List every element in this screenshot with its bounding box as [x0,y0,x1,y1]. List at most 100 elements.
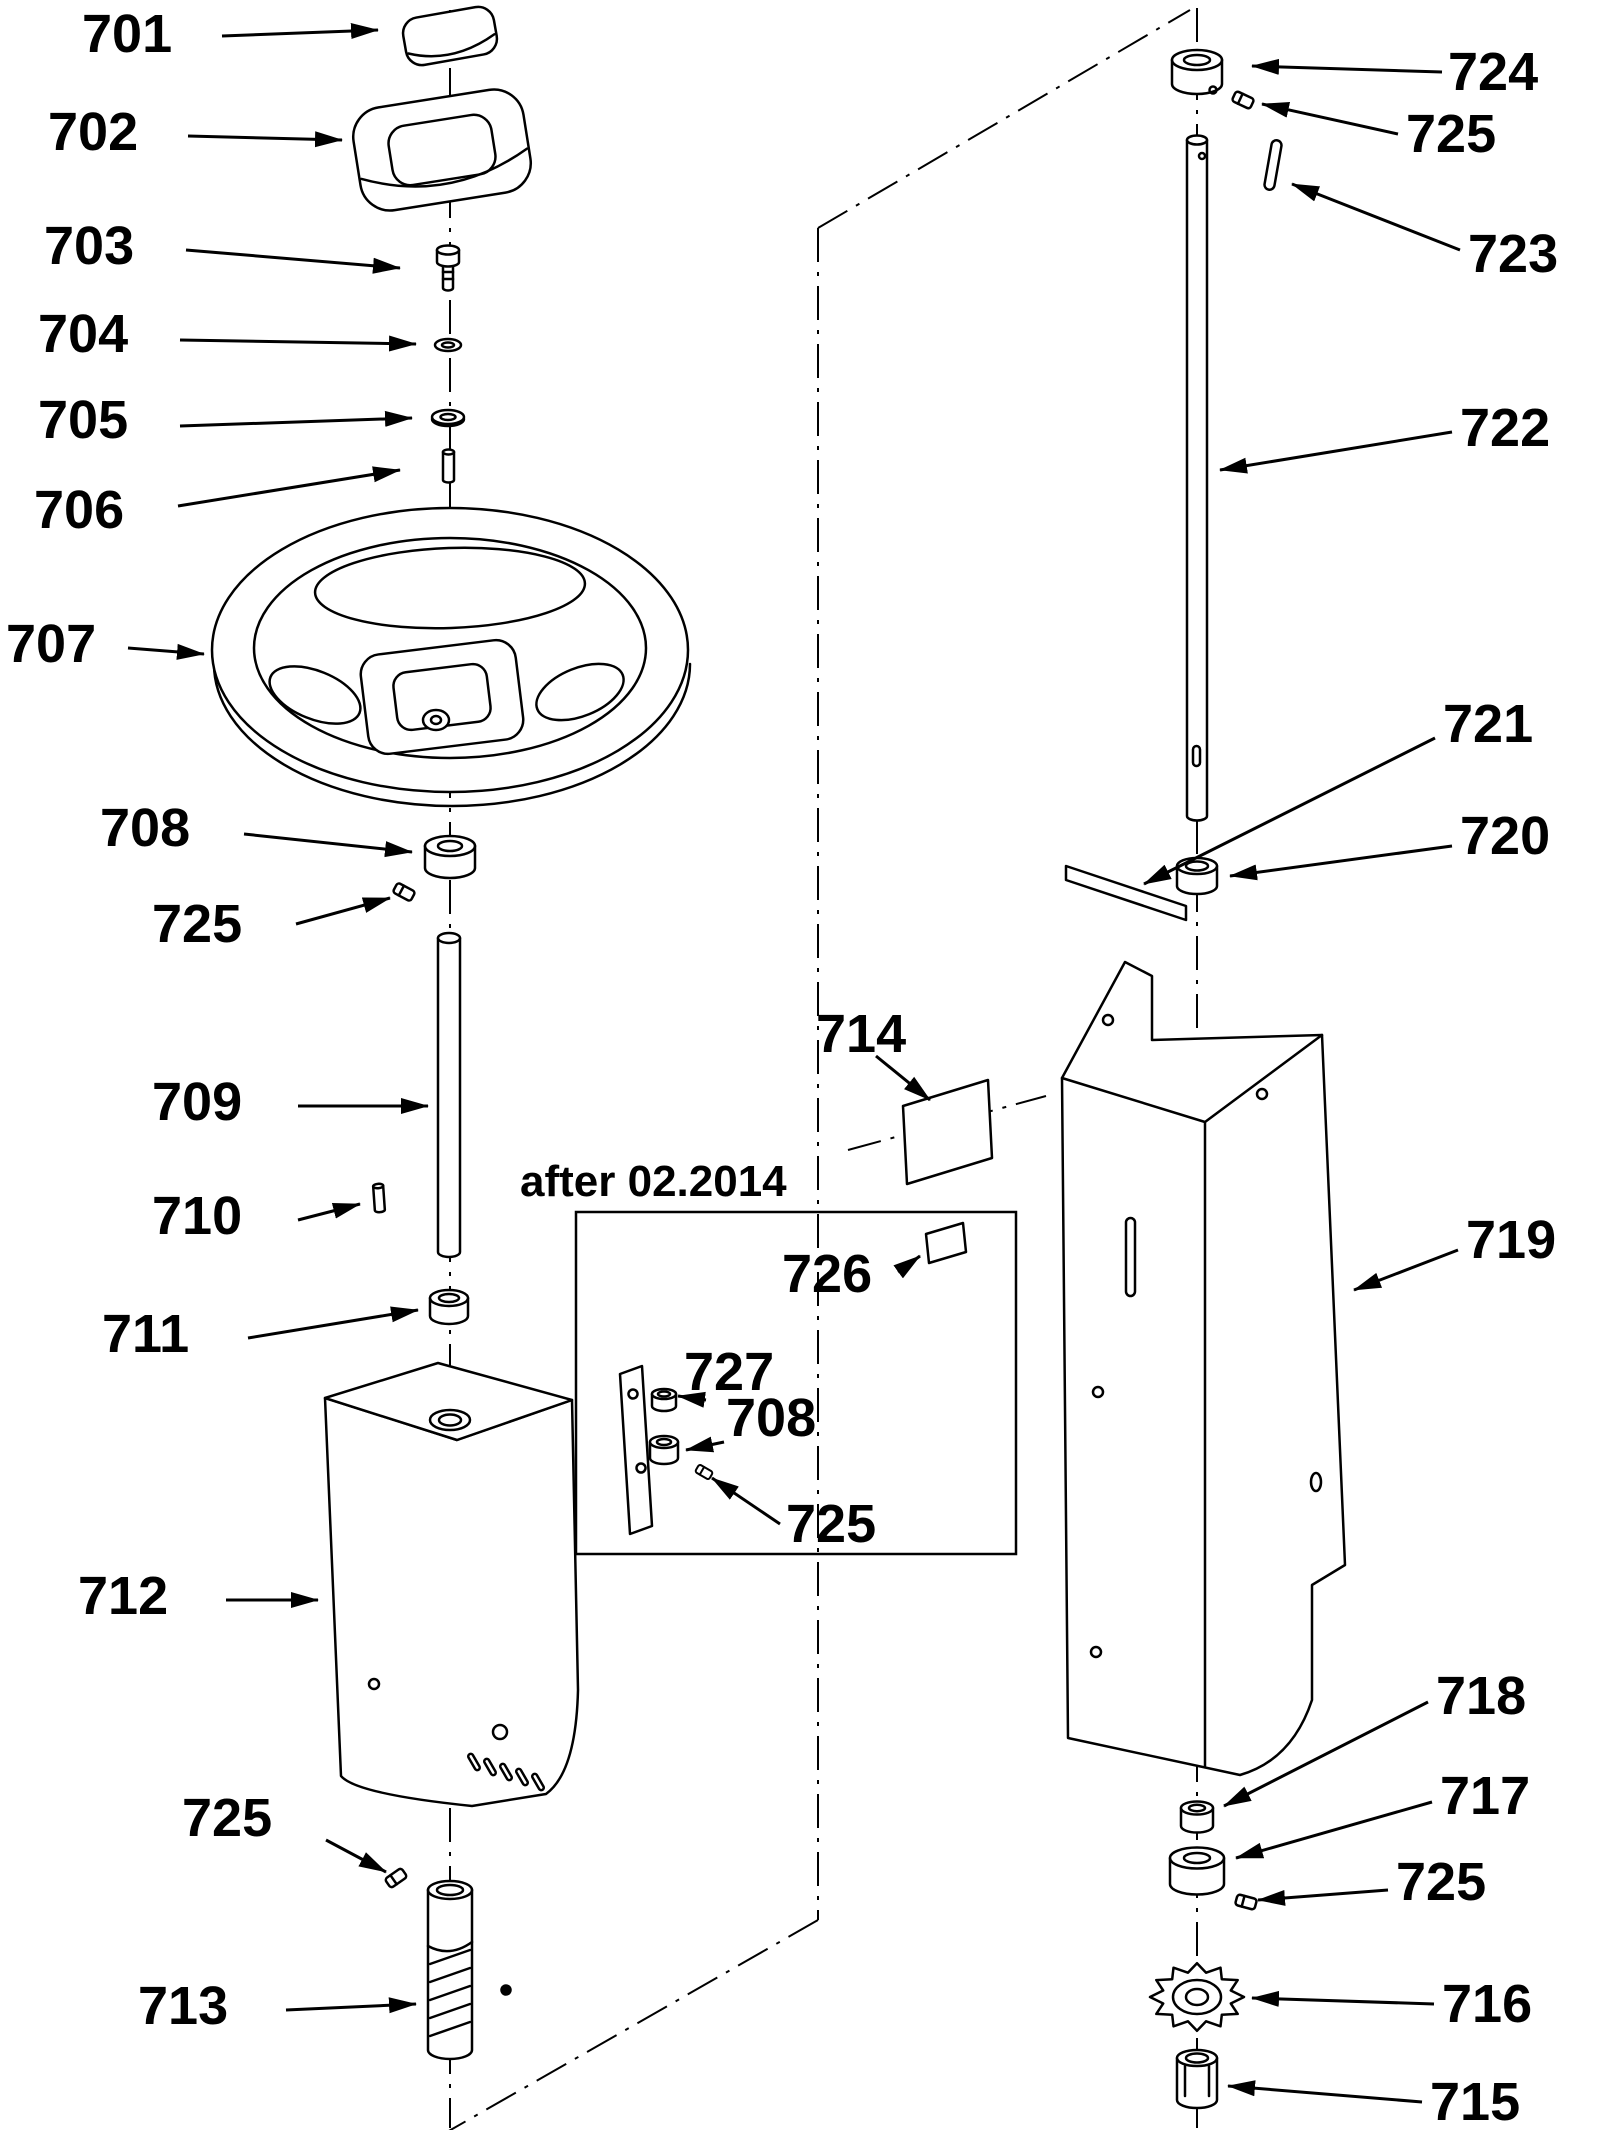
part-715-coupling [1175,2048,1219,2110]
callout-725e: 725 [786,1494,876,1554]
part-707-steering-wheel [210,506,692,808]
leader-726 [893,1254,921,1279]
leader-708b [685,1436,725,1453]
callout-722: 722 [1460,398,1550,458]
leader-703 [185,248,401,274]
part-708-bearing-inset [648,1434,680,1466]
callout-707: 707 [6,614,96,674]
callout-711: 711 [102,1304,189,1364]
part-702-cover-cap [351,88,533,212]
part-725-set-screw-c [1231,90,1255,110]
leader-720 [1229,844,1453,881]
leader-725b [325,1838,387,1874]
callout-725d: 725 [1396,1852,1486,1912]
part-722-steering-shaft [1185,134,1209,822]
callout-726: 726 [782,1244,872,1304]
part-725-set-screw-b [384,1867,408,1889]
callout-701: 701 [82,4,172,64]
leader-722 [1219,430,1453,474]
leader-713 [285,1997,417,2014]
leader-716 [1251,1990,1435,2007]
vent-slots [467,1752,545,1792]
panel-bottom-edge [448,1919,819,2130]
callout-725a: 725 [152,894,242,954]
steering-wheel-hub [359,638,525,756]
callout-715: 715 [1430,2072,1520,2130]
panel-top-edge [817,9,1191,229]
part-725-set-screw-d [1234,1893,1258,1911]
leader-717 [1235,1800,1433,1860]
part-714-label-plate [901,1078,994,1186]
part-712-column-cover [323,1361,580,1808]
leader-725e [711,1476,781,1526]
leader-724 [1251,58,1443,75]
callout-718: 718 [1436,1666,1526,1726]
leader-725c [1261,102,1399,136]
leader-708 [243,832,413,858]
part-725-set-screw-e [694,1464,714,1480]
callout-721: 721 [1443,694,1533,754]
part-704-washer [433,337,463,353]
inset-note: after 02.2014 [520,1157,787,1206]
part-711-bushing [428,1288,470,1326]
part-723-pin [1263,139,1283,191]
callout-706: 706 [34,480,124,540]
leader-711 [247,1306,419,1340]
part-727-bushing [650,1387,678,1413]
part-706-pin [441,448,456,484]
leader-lines [127,23,1461,2104]
leader-705 [179,410,413,428]
part-719-column-tower [1060,960,1347,1777]
callout-716: 716 [1442,1974,1532,2034]
callout-708b: 708 [726,1388,816,1448]
part-705-washer [430,408,466,428]
part-724-bearing [1170,48,1224,96]
part-701-cap [401,5,499,67]
part-718-bushing [1179,1800,1215,1834]
callout-723: 723 [1468,224,1558,284]
leader-707 [127,643,205,660]
leader-719 [1353,1248,1459,1292]
leader-710 [297,1202,361,1222]
leader-706 [177,466,401,508]
leader-715 [1227,2080,1423,2104]
callout-725c: 725 [1406,104,1496,164]
callout-703: 703 [44,216,134,276]
callout-714: 714 [816,1004,906,1064]
leader-704 [179,335,417,352]
part-716-sprocket [1148,1961,1246,2033]
leader-725d [1257,1888,1389,1906]
callout-705: 705 [38,390,128,450]
part-726-plate [924,1221,968,1265]
part-709-upper-shaft [436,931,462,1259]
callout-704: 704 [38,304,128,364]
callout-708: 708 [100,798,190,858]
part-713-lower-shaft [426,1879,512,2061]
callout-719: 719 [1466,1210,1556,1270]
leader-721 [1143,736,1436,886]
callout-725b: 725 [182,1788,272,1848]
callout-713: 713 [138,1976,228,2036]
part-720-bushing [1175,856,1219,896]
callout-709: 709 [152,1072,242,1132]
callout-labels: 701 702 703 704 705 706 707 708 725 709 … [6,4,1558,2130]
leader-725a [295,896,391,926]
part-708-bearing [423,834,477,880]
callout-724: 724 [1448,42,1538,102]
detent-ball [500,1984,512,1996]
part-710-pin [371,1182,387,1214]
part-703-bolt [435,244,461,292]
callout-727: 727 [684,1342,774,1402]
inset-box [574,1210,1018,1556]
leader-727 [677,1391,707,1408]
callout-702: 702 [48,102,138,162]
part-725-set-screw-a [392,882,416,902]
callout-720: 720 [1460,806,1550,866]
callout-712: 712 [78,1566,168,1626]
leader-723 [1291,182,1461,252]
leader-714 [875,1054,931,1102]
callout-717: 717 [1440,1766,1530,1826]
leader-702 [187,131,343,148]
